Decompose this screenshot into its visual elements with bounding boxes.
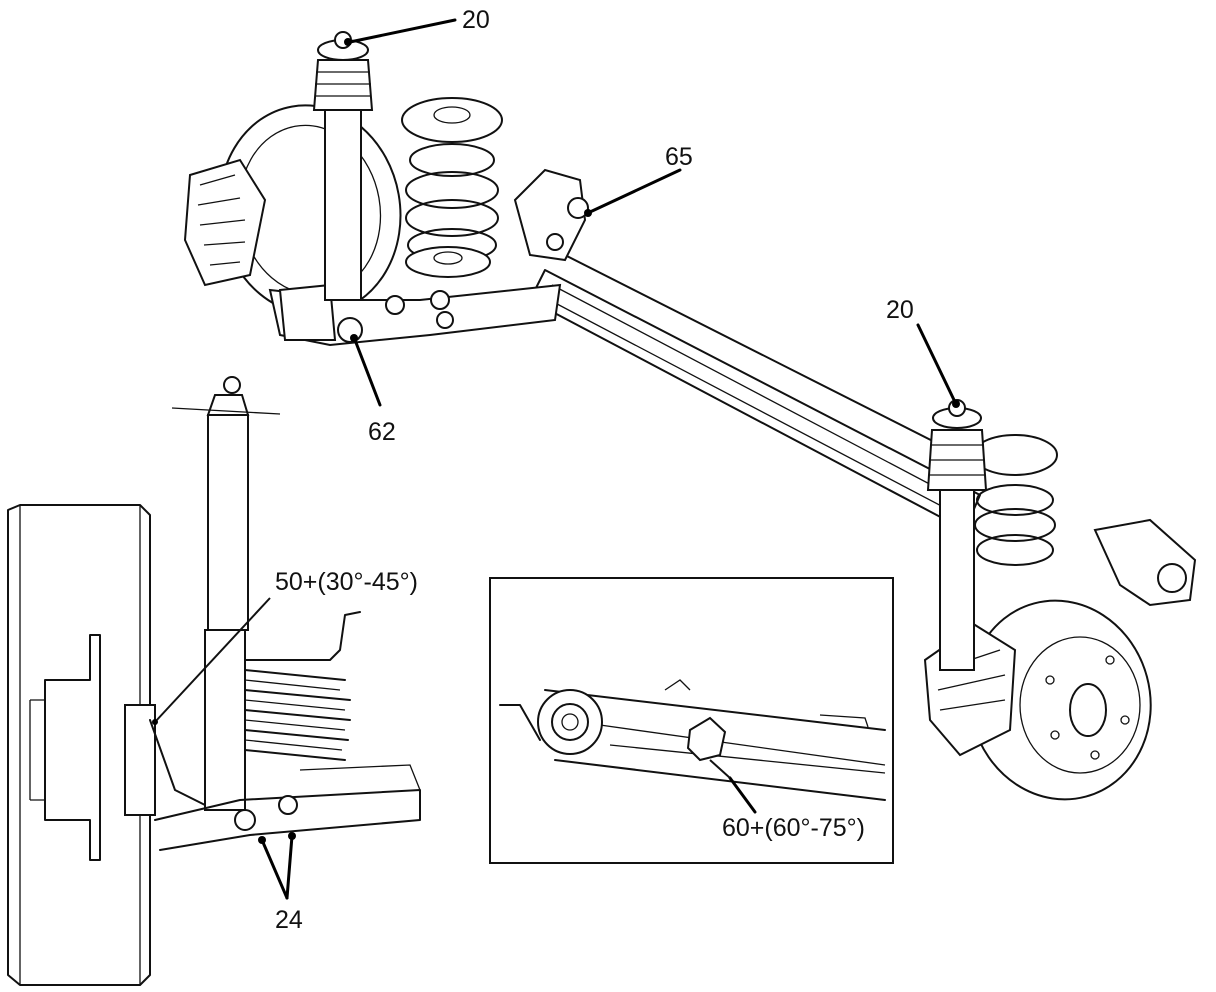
left-coil-spring: [401, 97, 503, 278]
label-strut-top-left: 20: [462, 6, 490, 34]
rear-axle-assembly: [183, 31, 1197, 801]
label-bracket: 65: [665, 143, 693, 171]
label-axle-bolts: 24: [275, 906, 303, 934]
side-view-detail: [7, 376, 421, 986]
inset-detail-box: [489, 577, 894, 864]
right-coil-spring: [972, 434, 1058, 566]
label-strut-top-right: 20: [886, 296, 914, 324]
wheel: [7, 504, 156, 986]
label-inset-torque: 60+(60°-75°): [722, 814, 865, 842]
label-shock-lower: 50+(30°-45°): [275, 568, 418, 596]
left-shock-absorber: [312, 31, 374, 301]
right-shock-absorber: [926, 399, 988, 671]
label-arm: 62: [368, 418, 396, 446]
side-spring: [244, 611, 361, 761]
leader-lines: [152, 18, 960, 900]
